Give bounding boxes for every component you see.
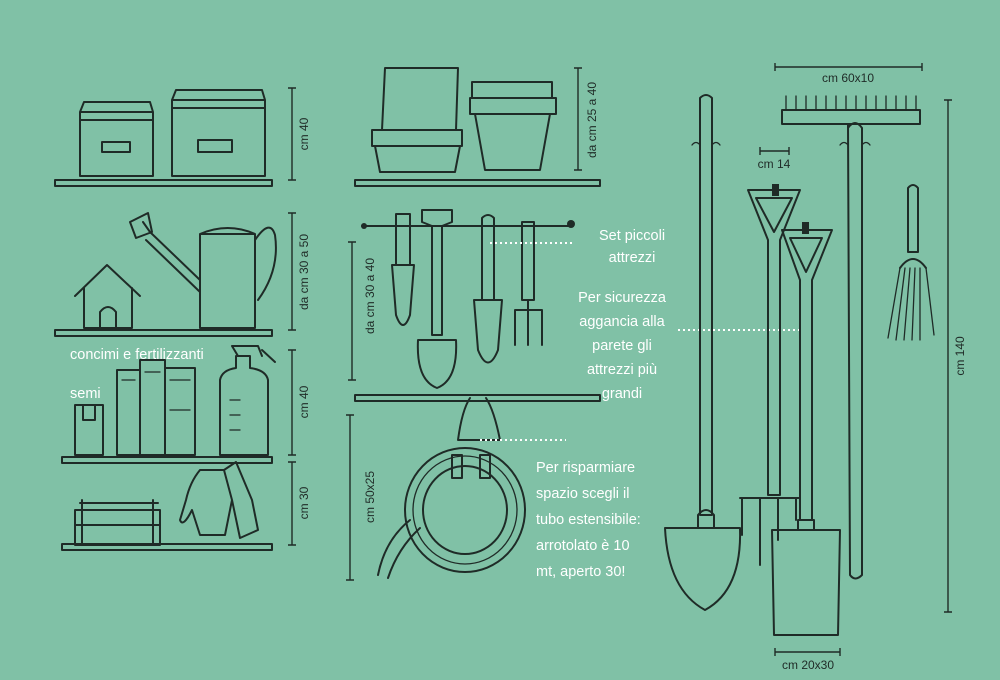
- shovel-blade-dimension-line: [774, 648, 841, 656]
- rake-dimension: cm 60x10: [822, 71, 874, 85]
- large-tools: cm 60x10 cm 14 cm 140 cm 20x30: [664, 63, 967, 672]
- hand-fork: [514, 221, 543, 346]
- storage-box-small: [79, 101, 154, 177]
- storage-box-large: [171, 89, 266, 177]
- left-shelving: concimi e fertilizzanti semi cm 40 da cm…: [54, 87, 311, 551]
- shovel-blade-dimension: cm 20x30: [782, 658, 834, 672]
- safety-note-line-5: grandi: [602, 386, 642, 402]
- spray-bottle: [219, 345, 276, 456]
- hose-dimension-line: [346, 414, 354, 581]
- hand-trowel: [391, 213, 415, 326]
- small-tools-note-line-1: Set piccoli: [599, 228, 665, 244]
- hose-note-line-5: mt, aperto 30!: [536, 564, 625, 580]
- birdhouse: [74, 264, 141, 329]
- fertilizers-label: concimi e fertilizzanti: [70, 347, 204, 363]
- gardening-gloves: [179, 461, 259, 539]
- hose-note-line-2: spazio scegli il: [536, 486, 630, 502]
- round-shovel: [664, 94, 742, 611]
- watering-can: [129, 212, 277, 329]
- safety-note-line-3: parete gli: [592, 338, 652, 354]
- handle-dimension: cm 14: [758, 157, 791, 171]
- small-spade: [416, 209, 458, 389]
- flower-pot: [469, 81, 557, 171]
- hose-note-line-3: tubo estensibile:: [536, 512, 641, 528]
- transplanter: [473, 214, 503, 364]
- safety-note-line-4: attrezzi più: [587, 362, 657, 378]
- small-tools-dimension-line: [348, 241, 356, 381]
- safety-note-line-2: aggancia alla: [579, 314, 665, 330]
- rake: [781, 95, 921, 580]
- middle-shelving: da cm 25 a 40 da cm 30 a 40 Set piccoli …: [346, 67, 665, 581]
- left-dimension-lines: [288, 87, 296, 546]
- pots-shelf: [354, 179, 601, 187]
- fertilizer-shelf-dimension: cm 40: [297, 385, 311, 418]
- small-tools-note-line-2: attrezzi: [609, 250, 656, 266]
- pots-dimension: da cm 25 a 40: [585, 82, 599, 158]
- pots-dimension-line: [574, 67, 582, 171]
- seeds-label: semi: [70, 386, 101, 402]
- safety-note-line-1: Per sicurezza: [578, 290, 667, 306]
- bucket: [371, 67, 463, 173]
- hand-broom: [887, 184, 935, 341]
- small-tools-dimension: da cm 30 a 40: [363, 258, 377, 334]
- hose-shelf: [354, 394, 601, 402]
- hose-note-line-1: Per risparmiare: [536, 460, 635, 476]
- handle-dimension-line: [759, 147, 790, 155]
- tall-tools-dimension-line: [944, 99, 952, 613]
- rake-dimension-line: [774, 63, 923, 71]
- hose-note-line-4: arrotolato è 10: [536, 538, 630, 554]
- fertilizer-packs: [116, 359, 196, 456]
- seed-packet: [74, 404, 104, 456]
- wooden-crate: [74, 499, 161, 546]
- tool-rail: [361, 220, 575, 229]
- square-spade: [771, 222, 841, 636]
- tall-tools-dimension: cm 140: [953, 336, 967, 376]
- hose-dimension: cm 50x25: [363, 471, 377, 523]
- boxes-dimension: cm 40: [297, 117, 311, 150]
- watering-can-dimension: da cm 30 a 50: [297, 234, 311, 310]
- digging-fork: [739, 184, 801, 566]
- shelf-boards: [54, 179, 273, 551]
- crate-shelf-dimension: cm 30: [297, 486, 311, 519]
- garden-hose: [377, 397, 526, 579]
